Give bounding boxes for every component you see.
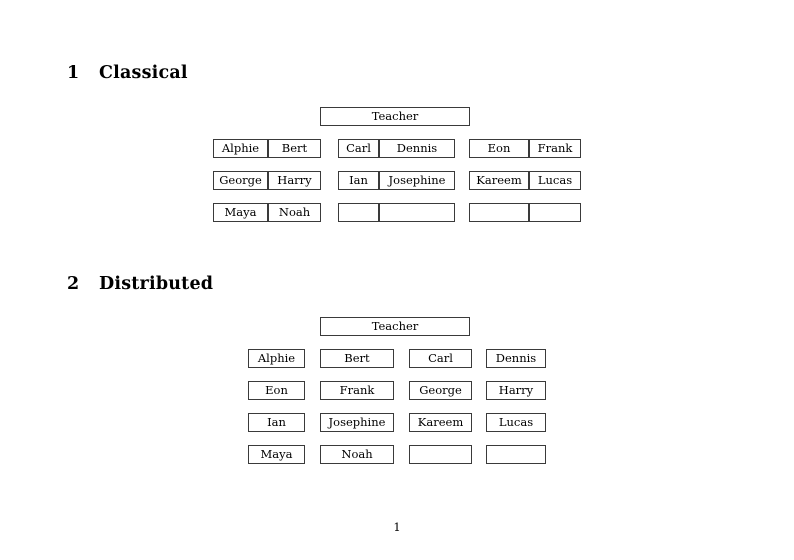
name-cell: Josephine	[379, 171, 455, 190]
name-cell: George	[409, 381, 472, 400]
classical-group-2-row-1: Carl Dennis	[338, 139, 455, 158]
name-cell: Alphie	[213, 139, 268, 158]
name-cell: Kareem	[469, 171, 529, 190]
name-cell: Carl	[338, 139, 379, 158]
empty-cell	[529, 203, 581, 222]
name-cell: Josephine	[320, 413, 394, 432]
name-cell: Eon	[469, 139, 529, 158]
name-cell: Lucas	[529, 171, 581, 190]
classical-group-3-row-3	[469, 203, 581, 222]
section-title: Classical	[99, 63, 188, 83]
teacher-box-classical: Teacher	[320, 107, 470, 126]
section-number: 1	[67, 63, 80, 83]
section-heading-distributed: 2 Distributed	[67, 274, 214, 294]
name-cell: Maya	[248, 445, 305, 464]
empty-cell	[409, 445, 472, 464]
name-cell: Ian	[248, 413, 305, 432]
name-cell: Kareem	[409, 413, 472, 432]
name-cell: Noah	[320, 445, 394, 464]
classical-group-3-row-1: Eon Frank	[469, 139, 581, 158]
name-cell: Maya	[213, 203, 268, 222]
name-cell: Frank	[529, 139, 581, 158]
empty-cell	[486, 445, 546, 464]
teacher-box-distributed: Teacher	[320, 317, 470, 336]
classical-group-1-row-3: Maya Noah	[213, 203, 321, 222]
section-heading-classical: 1 Classical	[67, 63, 188, 83]
classical-group-1-row-1: Alphie Bert	[213, 139, 321, 158]
name-cell: Ian	[338, 171, 379, 190]
name-cell: Dennis	[379, 139, 455, 158]
name-cell: Bert	[268, 139, 321, 158]
empty-cell	[379, 203, 455, 222]
name-cell: Harry	[486, 381, 546, 400]
section-number: 2	[67, 274, 80, 294]
name-cell: Bert	[320, 349, 394, 368]
classical-group-2-row-2: Ian Josephine	[338, 171, 455, 190]
name-cell: Lucas	[486, 413, 546, 432]
page-number: 1	[393, 520, 401, 534]
name-cell: Carl	[409, 349, 472, 368]
name-cell: Harry	[268, 171, 321, 190]
name-cell: Alphie	[248, 349, 305, 368]
name-cell: Noah	[268, 203, 321, 222]
name-cell: Frank	[320, 381, 394, 400]
name-cell: Dennis	[486, 349, 546, 368]
classical-group-1-row-2: George Harry	[213, 171, 321, 190]
classical-group-2-row-3	[338, 203, 455, 222]
empty-cell	[338, 203, 379, 222]
section-title: Distributed	[99, 274, 214, 294]
classical-group-3-row-2: Kareem Lucas	[469, 171, 581, 190]
empty-cell	[469, 203, 529, 222]
name-cell: George	[213, 171, 268, 190]
name-cell: Eon	[248, 381, 305, 400]
